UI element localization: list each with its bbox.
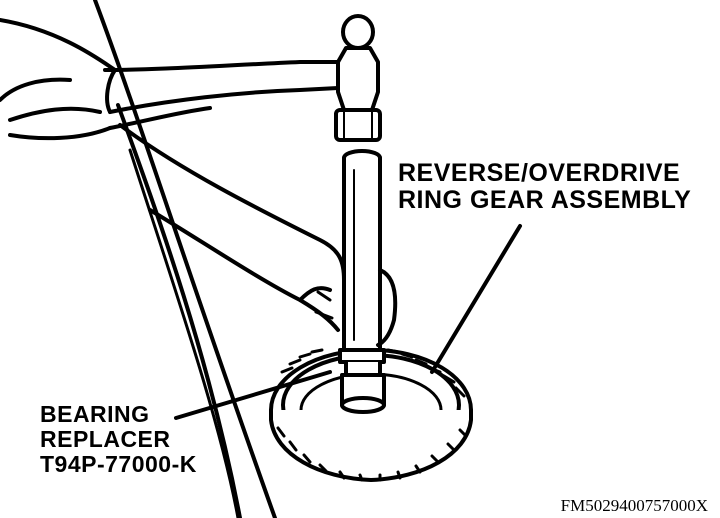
bearing-replacer-callout-line-3: T94P-77000-K xyxy=(40,450,197,477)
bearing-replacer-callout-line-1: BEARING xyxy=(40,401,150,427)
replacer-tool-shaft xyxy=(342,149,382,352)
transmission-case-outline xyxy=(93,0,277,518)
hammer-head xyxy=(334,14,382,142)
bearing-replacer-callout: BEARING REPLACER T94P-77000-K xyxy=(40,402,197,476)
bearing-replacer-callout-line-2: REPLACER xyxy=(40,425,171,452)
ring-gear-callout-line-2: RING GEAR ASSEMBLY xyxy=(398,186,692,214)
replacer-tool-base xyxy=(338,348,386,414)
ring-gear-leader-line xyxy=(430,224,522,374)
hand-gripping-tool xyxy=(118,123,398,347)
ring-gear-callout-line-1: REVERSE/OVERDRIVE xyxy=(398,159,681,187)
ring-gear-callout: REVERSE/OVERDRIVE RING GEAR ASSEMBLY xyxy=(398,160,691,214)
bearing-replacer-leader-line xyxy=(174,370,332,420)
hand-holding-hammer xyxy=(0,18,340,141)
figure-id-code: FM5029400757000X xyxy=(560,496,708,515)
